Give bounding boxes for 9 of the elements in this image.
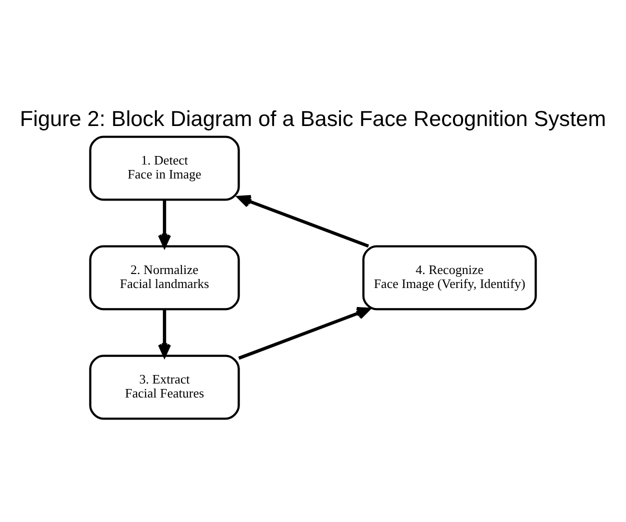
node-box: 1. Detect Face in Image <box>89 135 240 200</box>
arrow <box>237 194 370 248</box>
diagram-title: Figure 2: Block Diagram of a Basic Face Recognition System <box>20 106 606 131</box>
node-box: 3. Extract Facial Features <box>89 354 240 420</box>
arrow <box>158 199 171 248</box>
arrow <box>238 306 370 360</box>
arrow <box>158 308 171 357</box>
node-box: 2. Normalize Facial landmarks <box>89 244 240 310</box>
node-box: 4. Recognize Face Image (Verify, Identify) <box>362 244 537 310</box>
